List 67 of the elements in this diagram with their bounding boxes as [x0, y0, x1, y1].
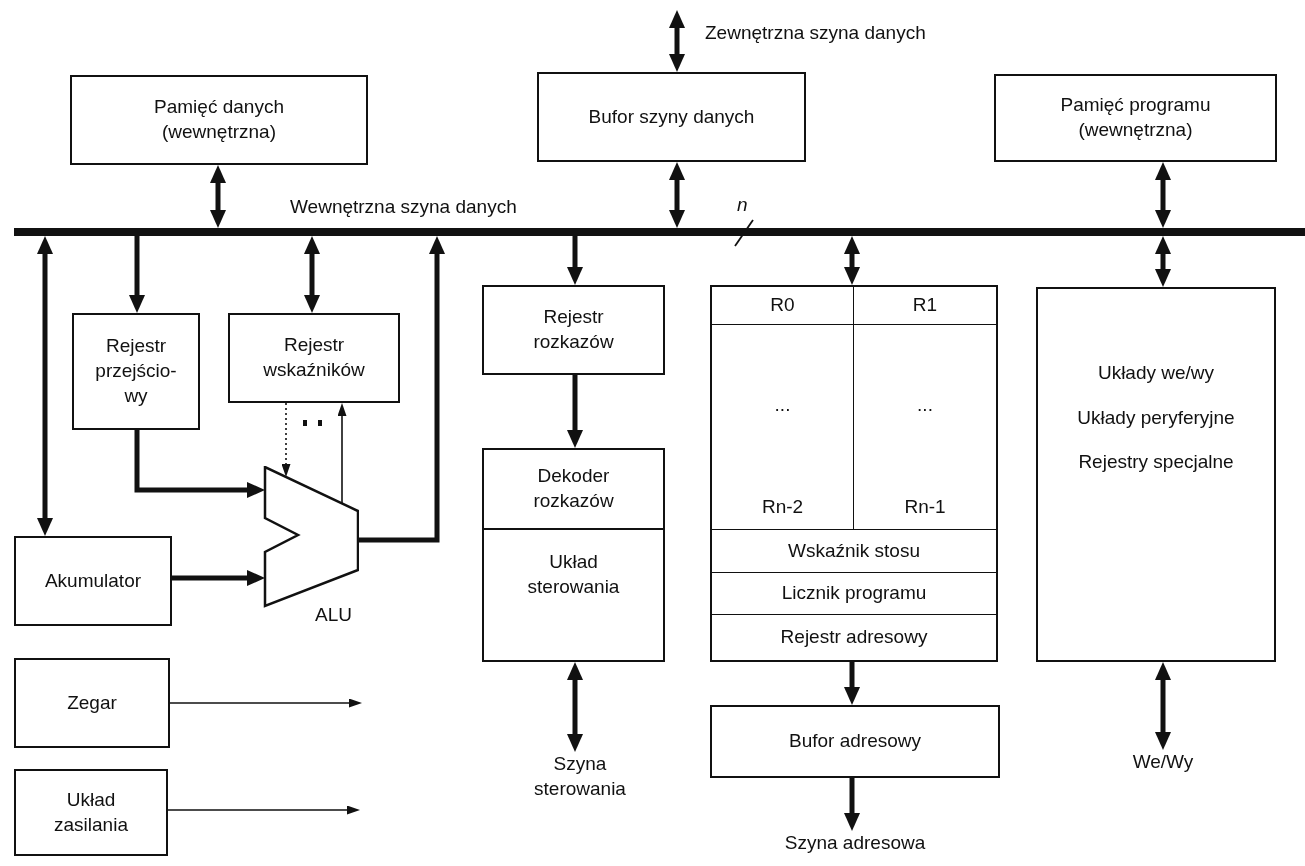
io-box [1036, 287, 1276, 662]
arrow [37, 236, 53, 536]
register-cell [712, 287, 854, 325]
box-text: Układy we/wy [1097, 361, 1215, 385]
arrow [844, 778, 860, 831]
control-unit-box [482, 448, 665, 662]
bus-label: Szyna sterowania [500, 752, 660, 812]
alu-label: ALU [315, 604, 352, 626]
box-text: Bufor adresowy [788, 729, 922, 754]
arrow [129, 236, 145, 313]
register-box [72, 313, 200, 430]
arrow [567, 375, 583, 448]
register-box [482, 285, 665, 375]
arrow [844, 236, 860, 285]
arrow [281, 402, 291, 477]
bus-label: Szyna adresowa [690, 831, 1020, 861]
box-text: Rejestr rozkazów [532, 305, 615, 354]
arrow [210, 165, 226, 228]
cell-text: Licznik programu [781, 581, 927, 606]
arrow [134, 430, 265, 498]
arrow [1155, 162, 1171, 228]
arrow [567, 236, 583, 285]
arrow [172, 570, 265, 586]
arrow [304, 236, 320, 313]
cell-text: R0 [770, 293, 795, 318]
arrow [358, 236, 445, 543]
cell-text: Rn-1 [904, 494, 946, 519]
cell-text: Rn-2 [761, 494, 804, 519]
register-cell [712, 485, 854, 530]
box-text: Akumulator [43, 568, 143, 593]
cell-text: ... [774, 392, 791, 417]
box-text: Rejestry specjalne [1078, 450, 1234, 475]
memory-box [70, 75, 368, 165]
arrow [567, 662, 583, 752]
cell-text: Rejestr adresowy [780, 625, 928, 650]
register-file-box [710, 285, 998, 662]
box-text: Rejestr przejścio- wy [94, 334, 178, 408]
box-text: Pamięć programu (wewnętrzna) [1059, 93, 1212, 142]
arrow [844, 662, 860, 705]
box-text: Bufor szyny danych [587, 104, 756, 129]
box-text: Układ sterowania [526, 550, 621, 599]
arrow [669, 10, 685, 72]
box-text: Rejestr wskaźników [262, 333, 366, 382]
arrow [669, 162, 685, 228]
arrow [1155, 662, 1171, 750]
power-supply-box [14, 769, 168, 856]
buffer-box [537, 72, 806, 162]
cell-text: R1 [912, 293, 938, 318]
arrow [167, 805, 360, 815]
box-text: Pamięć danych (wewnętrzna) [153, 95, 285, 144]
cell-text: ... [917, 392, 933, 417]
box-text: Układ zasilania [53, 787, 129, 837]
box-text: Układy peryferyjne [1077, 405, 1235, 430]
box-text: Zegar [66, 690, 118, 715]
port-label: We/Wy [1095, 750, 1231, 786]
memory-box [994, 74, 1277, 162]
register-box [228, 313, 400, 403]
clock-box [14, 658, 170, 748]
arrow [169, 698, 362, 708]
buffer-box [710, 705, 1000, 778]
bus-width-label: n [737, 194, 748, 216]
arrow [337, 403, 347, 504]
arrow [1155, 236, 1171, 287]
cell-text: Wskaźnik stosu [788, 538, 920, 563]
bus-label: Wewnętrzna szyna danych [290, 196, 517, 218]
register-box [14, 536, 172, 626]
box-text: Dekoder rozkazów [532, 464, 615, 513]
